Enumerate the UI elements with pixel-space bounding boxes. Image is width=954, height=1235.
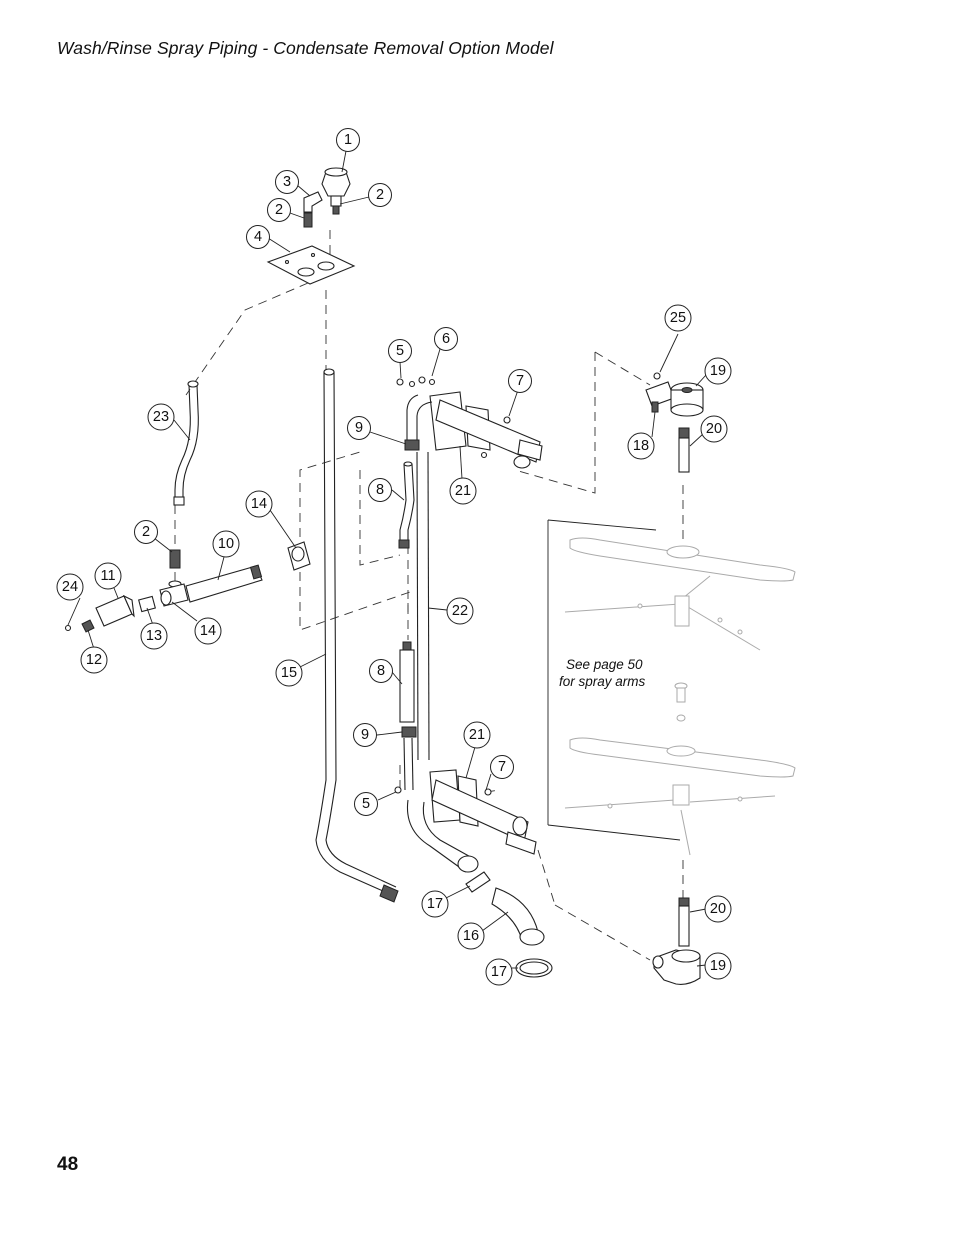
callout-2: 2 — [134, 520, 158, 544]
svg-text:14: 14 — [200, 623, 216, 639]
spray-arms-reference — [547, 519, 796, 856]
pipe-22 — [416, 451, 430, 761]
spray-arms-note: for spray arms — [559, 674, 646, 689]
svg-text:24: 24 — [62, 579, 78, 595]
svg-text:9: 9 — [355, 420, 363, 436]
svg-text:17: 17 — [491, 964, 507, 980]
callout-21: 21 — [449, 477, 477, 505]
svg-text:2: 2 — [376, 187, 384, 203]
callout-7: 7 — [490, 755, 514, 779]
callout-17: 17 — [485, 958, 513, 986]
upper-manifold — [396, 376, 543, 549]
callout-21: 21 — [463, 721, 491, 749]
svg-text:25: 25 — [670, 310, 686, 326]
callout-15: 15 — [275, 659, 303, 687]
svg-text:2: 2 — [142, 524, 150, 540]
left-fitting-assembly — [64, 541, 311, 633]
callout-19: 19 — [704, 357, 732, 385]
svg-text:18: 18 — [633, 438, 649, 454]
assembly-dash-lines — [174, 230, 684, 961]
callout-18: 18 — [627, 432, 655, 460]
svg-text:2: 2 — [275, 202, 283, 218]
callout-10: 10 — [212, 530, 240, 558]
callout-1: 1 — [336, 128, 360, 152]
lower-manifold — [394, 641, 553, 978]
svg-text:14: 14 — [251, 496, 267, 512]
svg-text:6: 6 — [442, 331, 450, 347]
callout-6: 6 — [434, 327, 458, 351]
callout-24: 24 — [56, 573, 84, 601]
callout-2: 2 — [267, 198, 291, 222]
callout-12: 12 — [80, 646, 108, 674]
callout-20: 20 — [700, 415, 728, 443]
callout-19: 19 — [704, 952, 732, 980]
svg-text:9: 9 — [361, 727, 369, 743]
callout-5: 5 — [354, 792, 378, 816]
callout-3: 3 — [275, 170, 299, 194]
spray-arms-note: See page 50 — [566, 657, 643, 672]
svg-text:1: 1 — [344, 132, 352, 148]
note-line-1: See page 50 — [566, 657, 643, 672]
callout-20: 20 — [704, 895, 732, 923]
svg-text:20: 20 — [706, 421, 722, 437]
svg-text:11: 11 — [100, 568, 115, 584]
callout-22: 22 — [446, 597, 474, 625]
callout-4: 4 — [246, 225, 270, 249]
tube-15 — [315, 368, 399, 903]
callout-14: 14 — [194, 617, 222, 645]
svg-text:10: 10 — [218, 536, 234, 552]
hose-23 — [173, 380, 199, 506]
callout-9: 9 — [347, 416, 371, 440]
callout-2: 2 — [368, 183, 392, 207]
page-title: Wash/Rinse Spray Piping - Condensate Rem… — [57, 38, 554, 58]
svg-text:12: 12 — [86, 652, 102, 668]
svg-text:13: 13 — [146, 628, 162, 644]
callout-11: 11 — [94, 562, 122, 590]
callout-8: 8 — [368, 478, 392, 502]
right-components — [645, 372, 704, 985]
callout-16: 16 — [457, 922, 485, 950]
callout-8: 8 — [369, 659, 393, 683]
svg-text:22: 22 — [452, 603, 468, 619]
svg-text:19: 19 — [710, 958, 726, 974]
svg-text:4: 4 — [254, 229, 262, 245]
callout-14: 14 — [245, 490, 273, 518]
svg-text:17: 17 — [427, 896, 443, 912]
svg-text:8: 8 — [377, 663, 385, 679]
svg-text:23: 23 — [153, 409, 169, 425]
callout-5: 5 — [388, 339, 412, 363]
svg-text:20: 20 — [710, 901, 726, 917]
svg-text:5: 5 — [396, 343, 404, 359]
svg-text:19: 19 — [710, 363, 726, 379]
svg-text:5: 5 — [362, 796, 370, 812]
svg-text:16: 16 — [463, 928, 479, 944]
svg-text:7: 7 — [498, 759, 506, 775]
svg-text:15: 15 — [281, 665, 297, 681]
note-line-2: for spray arms — [559, 674, 646, 689]
callout-17: 17 — [421, 890, 449, 918]
callout-13: 13 — [140, 622, 168, 650]
callout-7: 7 — [508, 369, 532, 393]
page-number: 48 — [57, 1154, 79, 1175]
callout-9: 9 — [353, 723, 377, 747]
svg-text:3: 3 — [283, 174, 291, 190]
svg-text:21: 21 — [469, 727, 485, 743]
callout-25: 25 — [664, 304, 692, 332]
svg-text:7: 7 — [516, 373, 524, 389]
valve-assembly — [266, 167, 356, 285]
svg-text:8: 8 — [376, 482, 384, 498]
svg-text:21: 21 — [455, 483, 471, 499]
callout-leaders — [67, 150, 707, 969]
callout-23: 23 — [147, 403, 175, 431]
